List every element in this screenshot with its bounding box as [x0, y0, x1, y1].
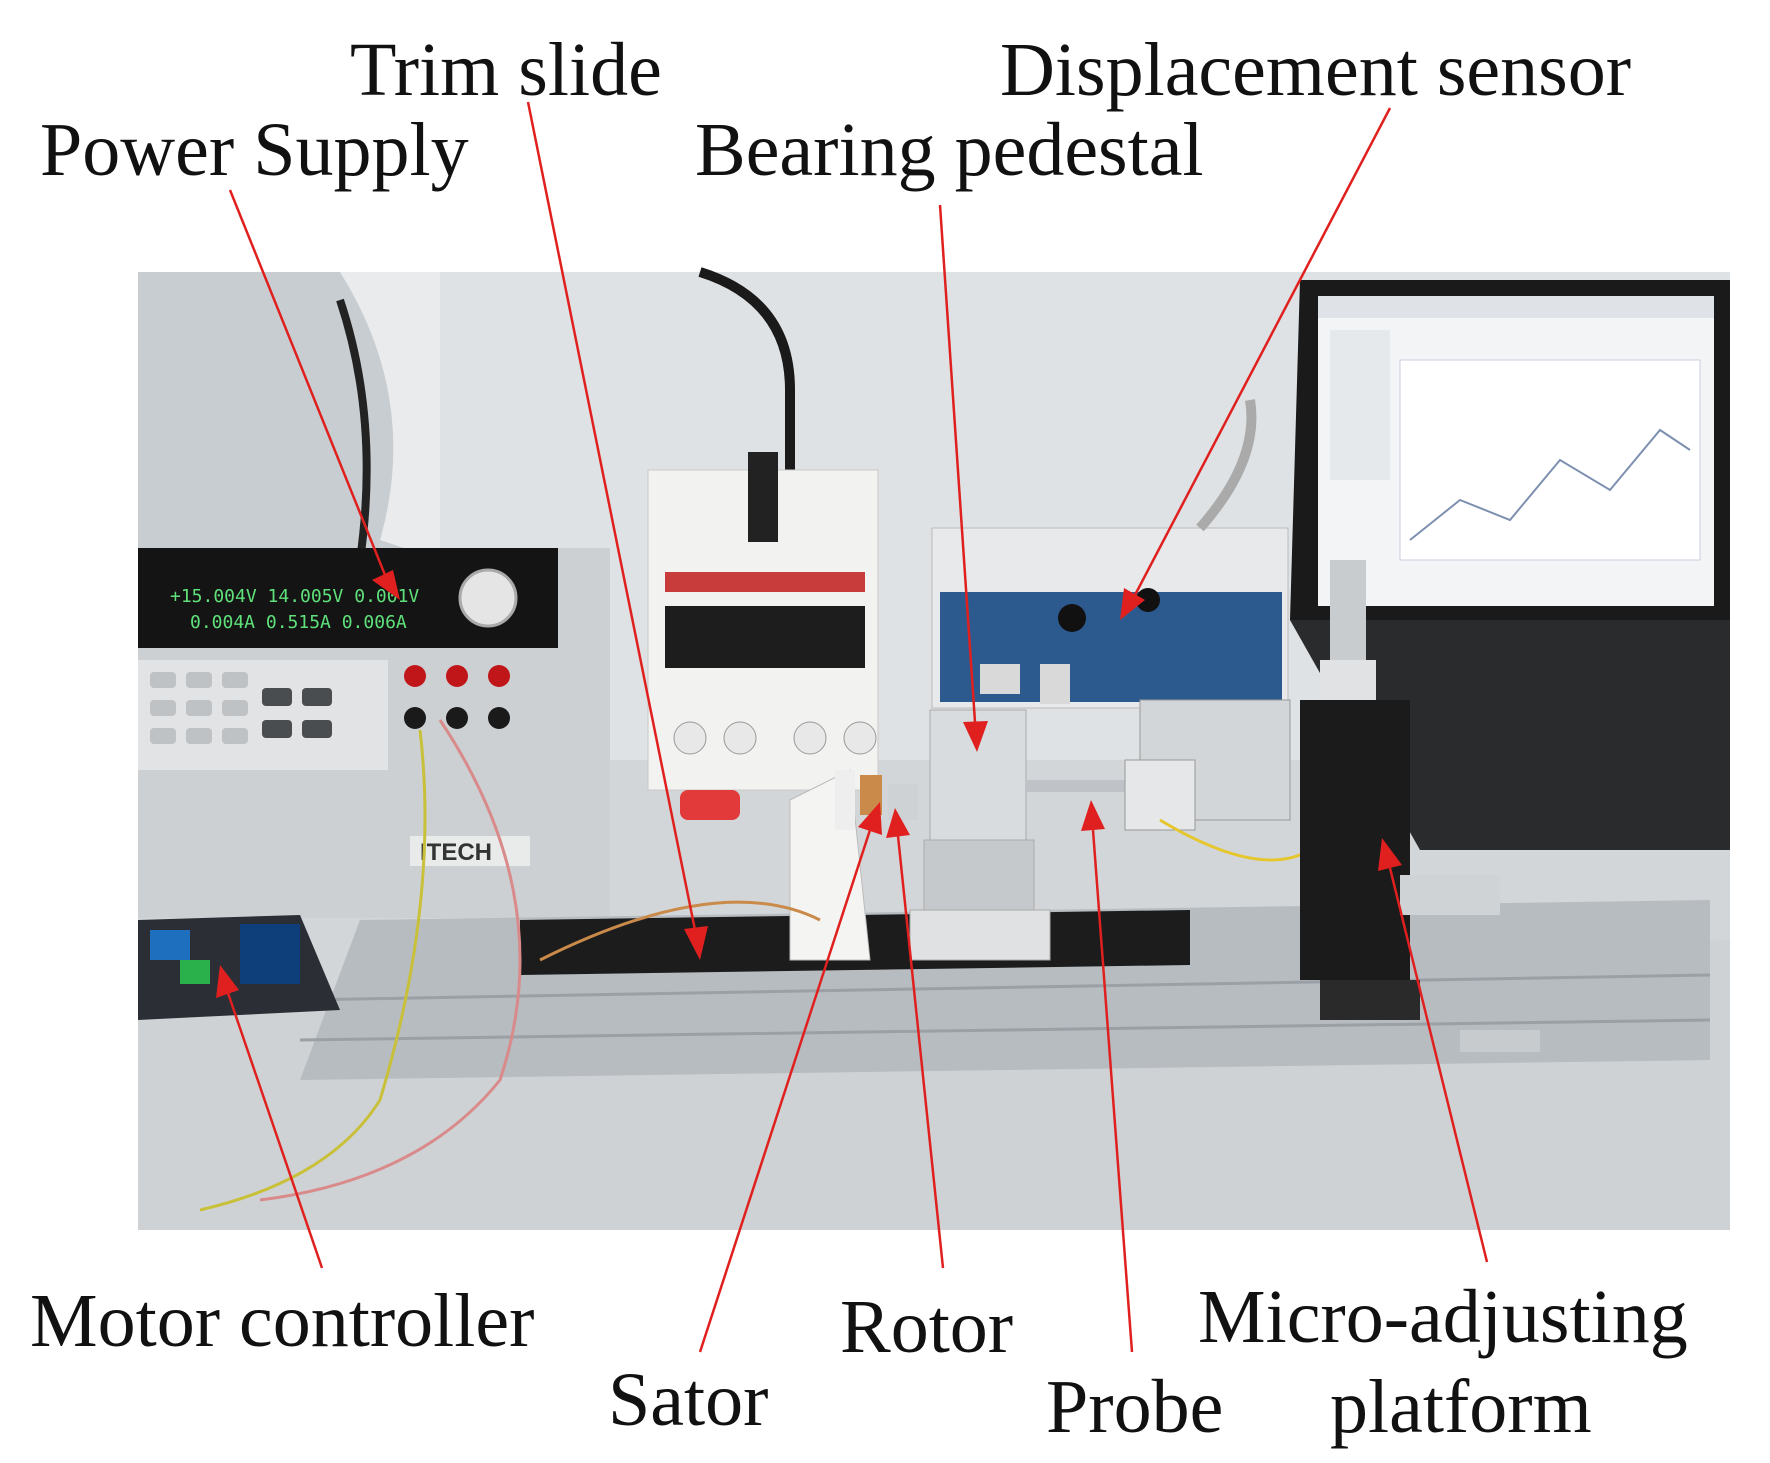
- label-micro-adjusting: Micro-adjusting: [1198, 1275, 1688, 1359]
- probe-shaft: [1026, 699, 1311, 862]
- power-supply-unit: +15.004V 14.005V 0.001V 0.004A 0.515A 0.…: [138, 548, 610, 918]
- itech-brand-text: ITECH: [420, 839, 492, 866]
- label-sator: Sator: [608, 1358, 768, 1442]
- rotor-disk: [888, 784, 918, 820]
- label-displacement-sensor: Displacement sensor: [1000, 28, 1631, 112]
- dc-power-supply-unit: [647, 452, 879, 820]
- motor-controller-board: [138, 915, 340, 1020]
- micro-adjusting-platform-stage: [1300, 560, 1540, 1052]
- label-rotor: Rotor: [840, 1285, 1013, 1369]
- svg-text:0.004A 0.515A 0.006A: 0.004A 0.515A 0.006A: [190, 612, 407, 633]
- label-motor-controller: Motor controller: [30, 1279, 534, 1363]
- label-power-supply: Power Supply: [40, 108, 469, 192]
- label-probe: Probe: [1046, 1365, 1223, 1449]
- displacement-sensor-unit: [931, 399, 1289, 709]
- annotation-arrows: [216, 101, 1489, 1353]
- label-platform: platform: [1330, 1365, 1592, 1449]
- stator-mount: [789, 769, 882, 961]
- label-trim-slide: Trim slide: [350, 28, 662, 112]
- svg-text:+15.004V 14.005V 0.001V: +15.004V 14.005V 0.001V: [170, 586, 419, 607]
- label-bearing-pedestal: Bearing pedestal: [695, 108, 1204, 192]
- annotation-labels: Trim slide Displacement sensor Power Sup…: [30, 28, 1688, 1449]
- test-bench-photo: +15.004V 14.005V 0.001V 0.004A 0.515A 0.…: [138, 267, 1730, 1230]
